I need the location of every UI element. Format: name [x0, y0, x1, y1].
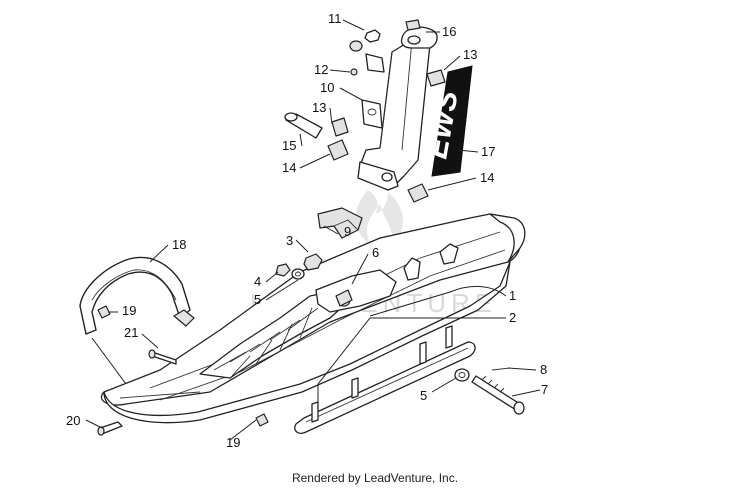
callout-16: 16 — [442, 24, 456, 39]
callout-13-upper: 13 — [463, 47, 477, 62]
washer-5-upper — [291, 268, 305, 280]
stud-c — [419, 341, 427, 365]
callout-5-upper: 5 — [254, 292, 261, 307]
stud-a — [311, 401, 319, 423]
lock-nut-3 — [303, 253, 323, 271]
spindle-boss — [357, 161, 399, 191]
nut-11 — [364, 29, 381, 43]
callout-19-lower: 19 — [226, 435, 240, 450]
spindle-tab-lower — [361, 99, 383, 129]
spindle-assembly: EWS — [284, 19, 473, 203]
leader-lines — [85, 19, 541, 441]
fitting-12 — [350, 68, 358, 76]
callout-18: 18 — [172, 237, 186, 252]
callout-20: 20 — [66, 413, 80, 428]
decal-17: EWS — [420, 65, 473, 177]
bolt-7 — [471, 375, 521, 411]
nut-4 — [275, 263, 291, 277]
callout-21: 21 — [124, 325, 138, 340]
callout-13-lower: 13 — [312, 100, 326, 115]
washer-upper — [349, 40, 363, 52]
bushing-13-left — [331, 117, 349, 137]
render-credit: Rendered by LeadVenture, Inc. — [291, 471, 459, 485]
ski-tip — [489, 213, 526, 263]
callout-12: 12 — [314, 62, 328, 77]
callout-15: 15 — [282, 138, 296, 153]
wear-bar-2 — [294, 341, 476, 434]
callout-4: 4 — [254, 274, 261, 289]
callout-6: 6 — [372, 245, 379, 260]
callout-2: 2 — [509, 310, 516, 325]
ski-mount-6 — [315, 269, 397, 313]
callout-10: 10 — [320, 80, 334, 95]
bushing-14-left — [327, 139, 349, 161]
cotter-pin-8 — [491, 367, 511, 371]
callout-5-lower: 5 — [420, 388, 427, 403]
grease-fitting-16 — [405, 19, 421, 31]
bushing-13-right — [426, 69, 446, 87]
stud-b — [351, 377, 359, 399]
ski-assembly — [79, 207, 526, 436]
stud-d — [445, 325, 453, 349]
ski-rib-b — [439, 243, 459, 265]
callout-7: 7 — [541, 382, 548, 397]
spindle-tab-upper — [365, 53, 385, 73]
plug-19-lower — [255, 413, 269, 427]
bolt-21 — [151, 351, 177, 365]
callout-14-left: 14 — [282, 160, 296, 175]
ski-rib-a — [403, 257, 421, 281]
watermark-flame-icon — [355, 190, 404, 244]
handle-end-cap — [173, 309, 195, 327]
callout-19-upper: 19 — [122, 303, 136, 318]
callout-17: 17 — [481, 144, 495, 159]
callout-1: 1 — [509, 288, 516, 303]
callout-3: 3 — [286, 233, 293, 248]
ski-sole — [103, 261, 511, 424]
callout-11: 11 — [328, 11, 342, 26]
callout-9: 9 — [344, 224, 351, 239]
plug-19-handle — [97, 305, 111, 319]
callout-labels: 11 16 13 12 10 13 15 14 17 14 9 3 6 18 4… — [66, 11, 548, 450]
bushing-14-right — [407, 183, 429, 203]
washer-5-lower — [454, 368, 470, 382]
callout-8: 8 — [540, 362, 547, 377]
callout-14-right: 14 — [480, 170, 494, 185]
